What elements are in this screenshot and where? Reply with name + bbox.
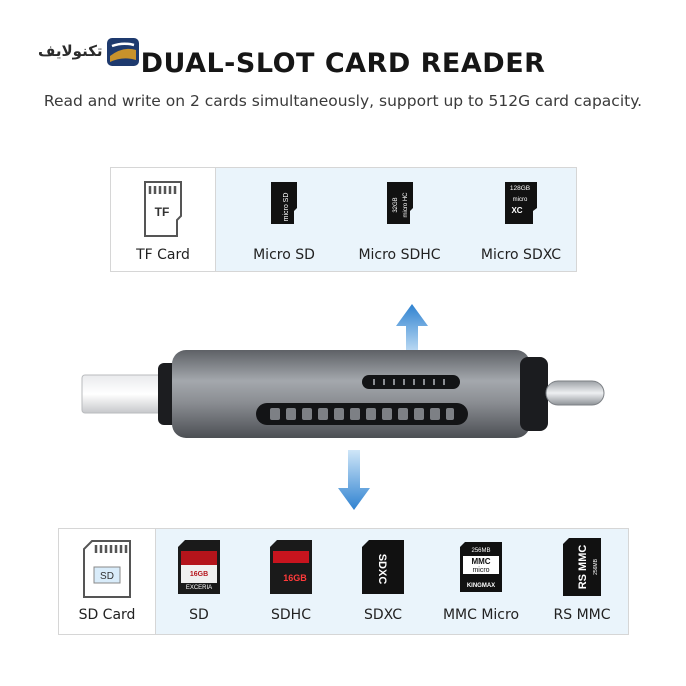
sdxc-card-icon: SDXC [362,540,404,594]
svg-text:micro: micro [472,567,489,574]
rs-mmc-card-icon: RS MMC 256MB [563,538,601,596]
sdhc-capacity: 16GB [283,573,307,583]
card-type-micro-sdxc: 128GB micro XC Micro SDXC [466,168,576,271]
micro-sdxc-capacity: 128GB [510,185,530,192]
card-label-micro-sdhc: Micro SDHC [358,247,441,263]
card-type-tf: TF TF Card [111,168,216,271]
sdhc-card-icon: 16GB [270,540,312,594]
svg-text:XC: XC [511,206,522,215]
top-card-panel: TF TF Card micro SD Micro SD 32GB micro … [110,167,577,272]
brand-logo-text: تکنولایف [38,42,103,60]
card-label-sdxc: SDXC [363,607,402,623]
arrow-up-icon [396,304,428,358]
card-label-sd-card: SD Card [78,607,136,623]
sd-card-icon: 16GB EXCERIA [178,540,220,594]
sd-card-text: SD [100,571,114,582]
rs-mmc-capacity: 256MB [593,558,599,575]
sd-capacity: 16GB [190,571,208,578]
card-type-sdxc: SDXC SDXC [343,529,423,634]
svg-text:KINGMAX: KINGMAX [467,583,495,589]
card-type-rs-mmc: RS MMC 256MB RS MMC [537,529,627,634]
brand-logo: تکنولایف [38,36,139,70]
card-label-sd: SD [189,607,209,623]
tf-card-text: TF [155,205,170,219]
page-title: DUAL-SLOT CARD READER [140,48,546,79]
card-type-sd: 16GB EXCERIA SD [159,529,239,634]
tf-card-outline-icon: TF [144,181,182,237]
micro-sd-card-icon: micro SD [271,182,297,224]
card-type-mmc-micro: 256MB MMC micro KINGMAX MMC Micro [431,529,531,634]
svg-text:MMC: MMC [471,557,490,566]
mmc-micro-card-icon: 256MB MMC micro KINGMAX [460,542,502,592]
svg-text:RS MMC: RS MMC [577,545,589,590]
card-label-sdhc: SDHC [271,607,311,623]
svg-text:micro SD: micro SD [283,193,290,222]
bottom-card-panel: SD SD Card 16GB EXCERIA SD 16GB SDHC SDX… [58,528,629,635]
card-type-sdhc: 16GB SDHC [249,529,333,634]
svg-text:EXCERIA: EXCERIA [186,585,212,591]
micro-sdhc-card-icon: 32GB micro HC [386,182,413,224]
card-reader-device [81,350,605,438]
card-type-micro-sd: micro SD Micro SD [229,168,339,271]
micro-sdxc-card-icon: 128GB micro XC [505,182,537,224]
card-label-mmc-micro: MMC Micro [442,607,520,623]
page-subtitle: Read and write on 2 cards simultaneously… [43,92,643,110]
card-type-sd-card: SD SD Card [59,529,156,634]
card-label-micro-sd: Micro SD [253,247,315,263]
svg-text:micro HC: micro HC [403,192,409,218]
brand-logo-icon [107,38,139,66]
sd-card-outline-icon: SD [83,540,131,598]
card-label-rs-mmc: RS MMC [553,607,611,623]
card-label-micro-sdxc: Micro SDXC [480,247,562,263]
svg-text:micro: micro [513,197,528,203]
arrow-down-icon [338,450,370,510]
card-label-tf: TF Card [136,247,190,263]
card-type-micro-sdhc: 32GB micro HC Micro SDHC [347,168,452,271]
mmc-micro-capacity: 256MB [471,548,490,554]
sdxc-text: SDXC [376,554,388,585]
micro-sdhc-capacity: 32GB [393,197,399,212]
